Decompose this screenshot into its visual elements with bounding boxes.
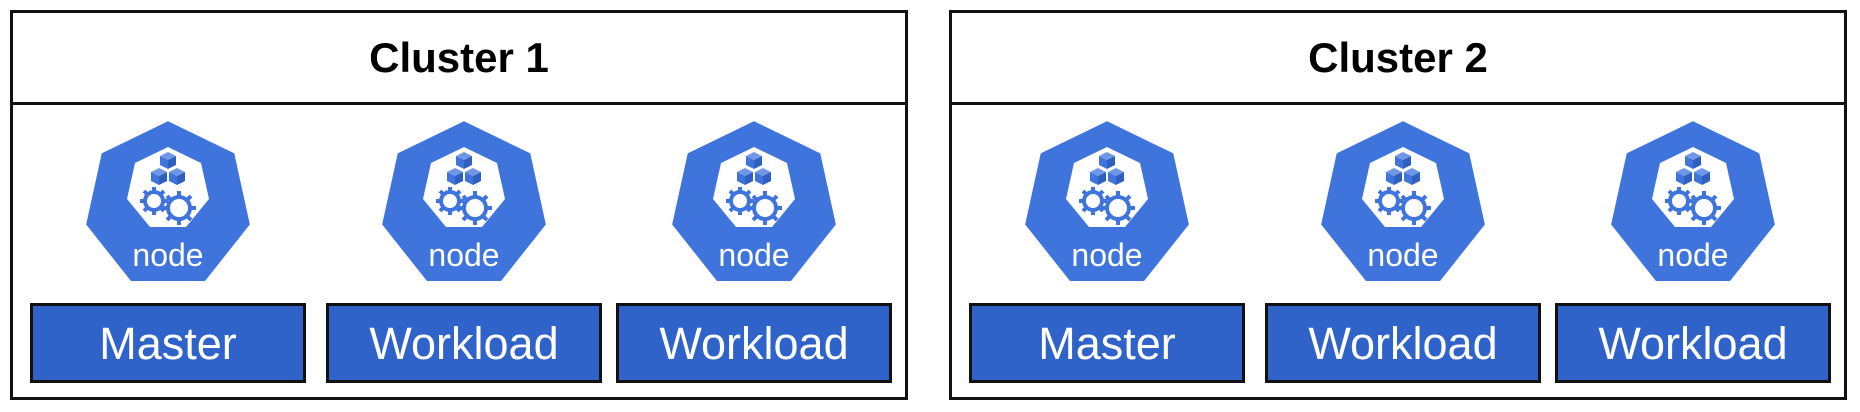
node-icon-label: node xyxy=(1657,237,1729,273)
node-role-label: Master xyxy=(1038,317,1176,369)
cluster-panel: Cluster 2 node Master node Workload node… xyxy=(949,10,1847,400)
node-group: node Workload xyxy=(1555,105,1831,383)
node-role-label: Workload xyxy=(659,317,849,369)
cluster-header: Cluster 1 xyxy=(13,13,905,105)
node-role-box: Master xyxy=(969,303,1245,383)
node-role-label: Workload xyxy=(369,317,559,369)
node-icon-label: node xyxy=(1071,237,1143,273)
node-role-label: Master xyxy=(99,317,237,369)
cluster-title: Cluster 2 xyxy=(1308,33,1488,81)
node-group: node Workload xyxy=(616,105,892,383)
node-role-box: Workload xyxy=(1555,303,1831,383)
node-group: node Master xyxy=(30,105,306,383)
node-icon-label: node xyxy=(132,237,204,273)
node-icon-label: node xyxy=(1367,237,1439,273)
node-group: node Workload xyxy=(326,105,602,383)
node-role-box: Workload xyxy=(326,303,602,383)
node-group: node Workload xyxy=(1265,105,1541,383)
cluster-title: Cluster 1 xyxy=(369,33,549,81)
node-role-box: Workload xyxy=(616,303,892,383)
cluster-panel: Cluster 1 node Master node Workload node… xyxy=(10,10,908,400)
node-role-label: Workload xyxy=(1308,317,1498,369)
node-icon-label: node xyxy=(428,237,500,273)
node-icon-label: node xyxy=(718,237,790,273)
cluster-header: Cluster 2 xyxy=(952,13,1844,105)
node-role-box: Workload xyxy=(1265,303,1541,383)
node-role-box: Master xyxy=(30,303,306,383)
node-group: node Master xyxy=(969,105,1245,383)
node-role-label: Workload xyxy=(1598,317,1788,369)
